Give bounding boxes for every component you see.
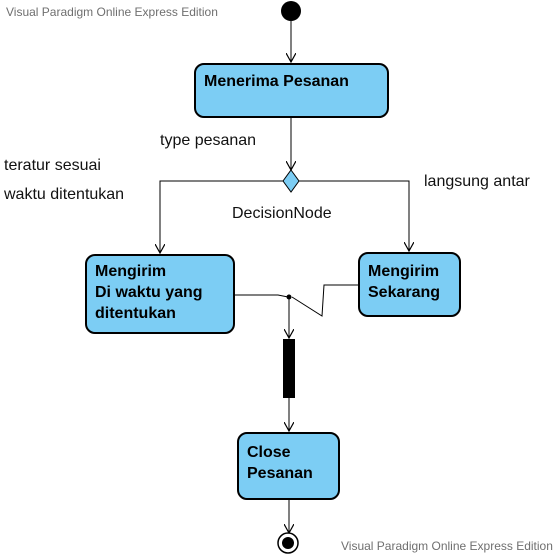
action-menerima-pesanan[interactable]: Menerima Pesanan bbox=[194, 63, 389, 118]
watermark-top: Visual Paradigm Online Express Edition bbox=[6, 5, 218, 19]
initial-node[interactable] bbox=[281, 1, 301, 21]
decision-node[interactable] bbox=[282, 169, 300, 193]
decision-node-label: DecisionNode bbox=[232, 205, 332, 222]
guard-label-type-pesanan: type pesanan bbox=[160, 132, 257, 149]
flow-decision-to-mengirim-sekarang[interactable] bbox=[299, 180, 409, 251]
action-mengirim-sekarang[interactable]: Mengirim Sekarang bbox=[358, 252, 461, 317]
action-close-pesanan[interactable]: Close Pesanan bbox=[237, 432, 340, 500]
guard-label-langsung-antar: langsung antar bbox=[424, 173, 530, 190]
flow-mengirim-waktu-to-join[interactable] bbox=[235, 294, 289, 298]
flow-mengirim-sekarang-to-join[interactable] bbox=[291, 284, 358, 317]
final-node[interactable] bbox=[277, 532, 299, 554]
action-mengirim-di-waktu[interactable]: Mengirim Di waktu yang ditentukan bbox=[85, 254, 235, 334]
synchronization-bar[interactable] bbox=[283, 339, 295, 398]
guard-label-teratur-line2: waktu ditentukan bbox=[4, 186, 125, 203]
guard-label-teratur-line1: teratur sesuai bbox=[4, 157, 101, 174]
watermark-bottom: Visual Paradigm Online Express Edition bbox=[341, 539, 553, 553]
flow-decision-to-mengirim-waktu[interactable] bbox=[160, 180, 283, 253]
